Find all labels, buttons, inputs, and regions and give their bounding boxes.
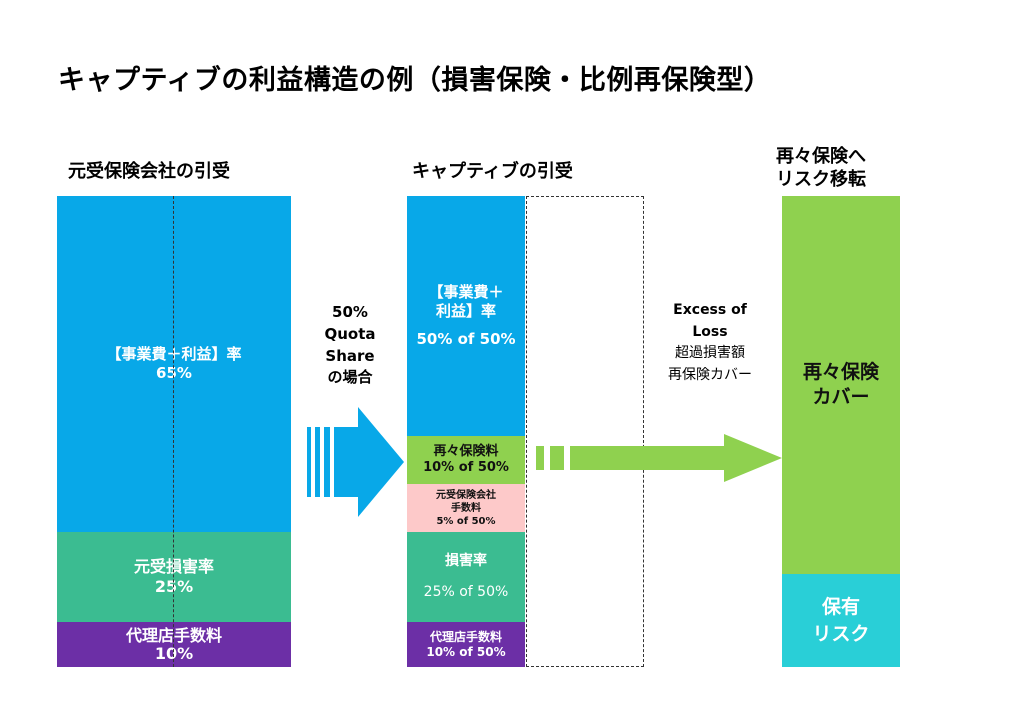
ceded-half-dashed-box <box>526 196 644 667</box>
captive-agency-label: 代理店手数料 <box>429 629 502 644</box>
captive-ceding-commission-label1: 元受保険会社 <box>436 489 496 501</box>
captive-loss-label: 損害率 <box>445 552 487 569</box>
captive-expense-profit-label1: 【事業費＋ <box>428 282 504 301</box>
captive-ceding-commission-value: 5% of 50% <box>436 515 496 527</box>
retro-cover-label1: 再々保険 <box>802 361 879 384</box>
half-split-dashed-line <box>173 196 174 667</box>
quota-share-line4: の場合 <box>327 368 373 387</box>
xol-line4: 再保険カバー <box>668 367 752 384</box>
original-expense-profit-block: 【事業費＋利益】率 65% <box>57 196 291 532</box>
quota-share-line1: 50% <box>332 303 368 321</box>
captive-heading: キャプティブの引受 <box>412 161 573 182</box>
captive-loss-value: 25% of 50% <box>423 584 509 600</box>
quota-share-line3: Share <box>325 346 375 365</box>
excess-of-loss-label: Excess of Loss 超過損害額 再保険カバー <box>650 300 770 387</box>
captive-retro-premium-block: 再々保険料 10% of 50% <box>407 436 525 484</box>
captive-retro-premium-value: 10% of 50% <box>423 460 509 475</box>
retro-heading: 再々保険へ リスク移転 <box>776 145 866 192</box>
retro-heading-line1: 再々保険へ <box>776 146 866 167</box>
excess-of-loss-arrow-icon <box>536 434 782 482</box>
captive-ceding-commission-block: 元受保険会社 手数料 5% of 50% <box>407 484 525 532</box>
captive-loss-block: 損害率 25% of 50% <box>407 532 525 622</box>
captive-retro-premium-label: 再々保険料 <box>433 443 499 459</box>
captive-ceding-commission-label2: 手数料 <box>451 502 481 514</box>
captive-expense-profit-label2: 利益】率 <box>435 301 496 320</box>
quota-share-label: 50% Quota Share の場合 <box>300 302 400 389</box>
retention-risk-block: 保有 リスク <box>782 574 900 667</box>
retro-heading-line2: リスク移転 <box>776 169 866 191</box>
quota-share-line2: Quota <box>324 324 376 343</box>
captive-agency-block: 代理店手数料 10% of 50% <box>407 622 525 667</box>
xol-line2: Loss <box>692 323 728 340</box>
retro-cover-label2: カバー <box>812 386 870 408</box>
retention-label2: リスク <box>812 622 870 645</box>
captive-expense-profit-value: 50% of 50% <box>416 330 516 349</box>
original-expense-profit-value: 65% <box>156 364 192 382</box>
original-loss-block: 元受損害率 25% <box>57 532 291 622</box>
original-agency-block: 代理店手数料 10% <box>57 622 291 667</box>
original-insurer-heading: 元受保険会社の引受 <box>68 161 230 182</box>
page-title: キャプティブの利益構造の例（損害保険・比例再保険型） <box>58 65 772 96</box>
xol-line1: Excess of <box>673 302 747 318</box>
xol-line3: 超過損害額 <box>675 345 745 362</box>
retention-label1: 保有 <box>821 595 860 618</box>
captive-agency-value: 10% of 50% <box>426 644 506 659</box>
retro-cover-block: 再々保険 カバー <box>782 196 900 574</box>
quota-share-arrow-icon <box>307 407 404 517</box>
captive-expense-profit-block: 【事業費＋ 利益】率 50% of 50% <box>407 196 525 436</box>
